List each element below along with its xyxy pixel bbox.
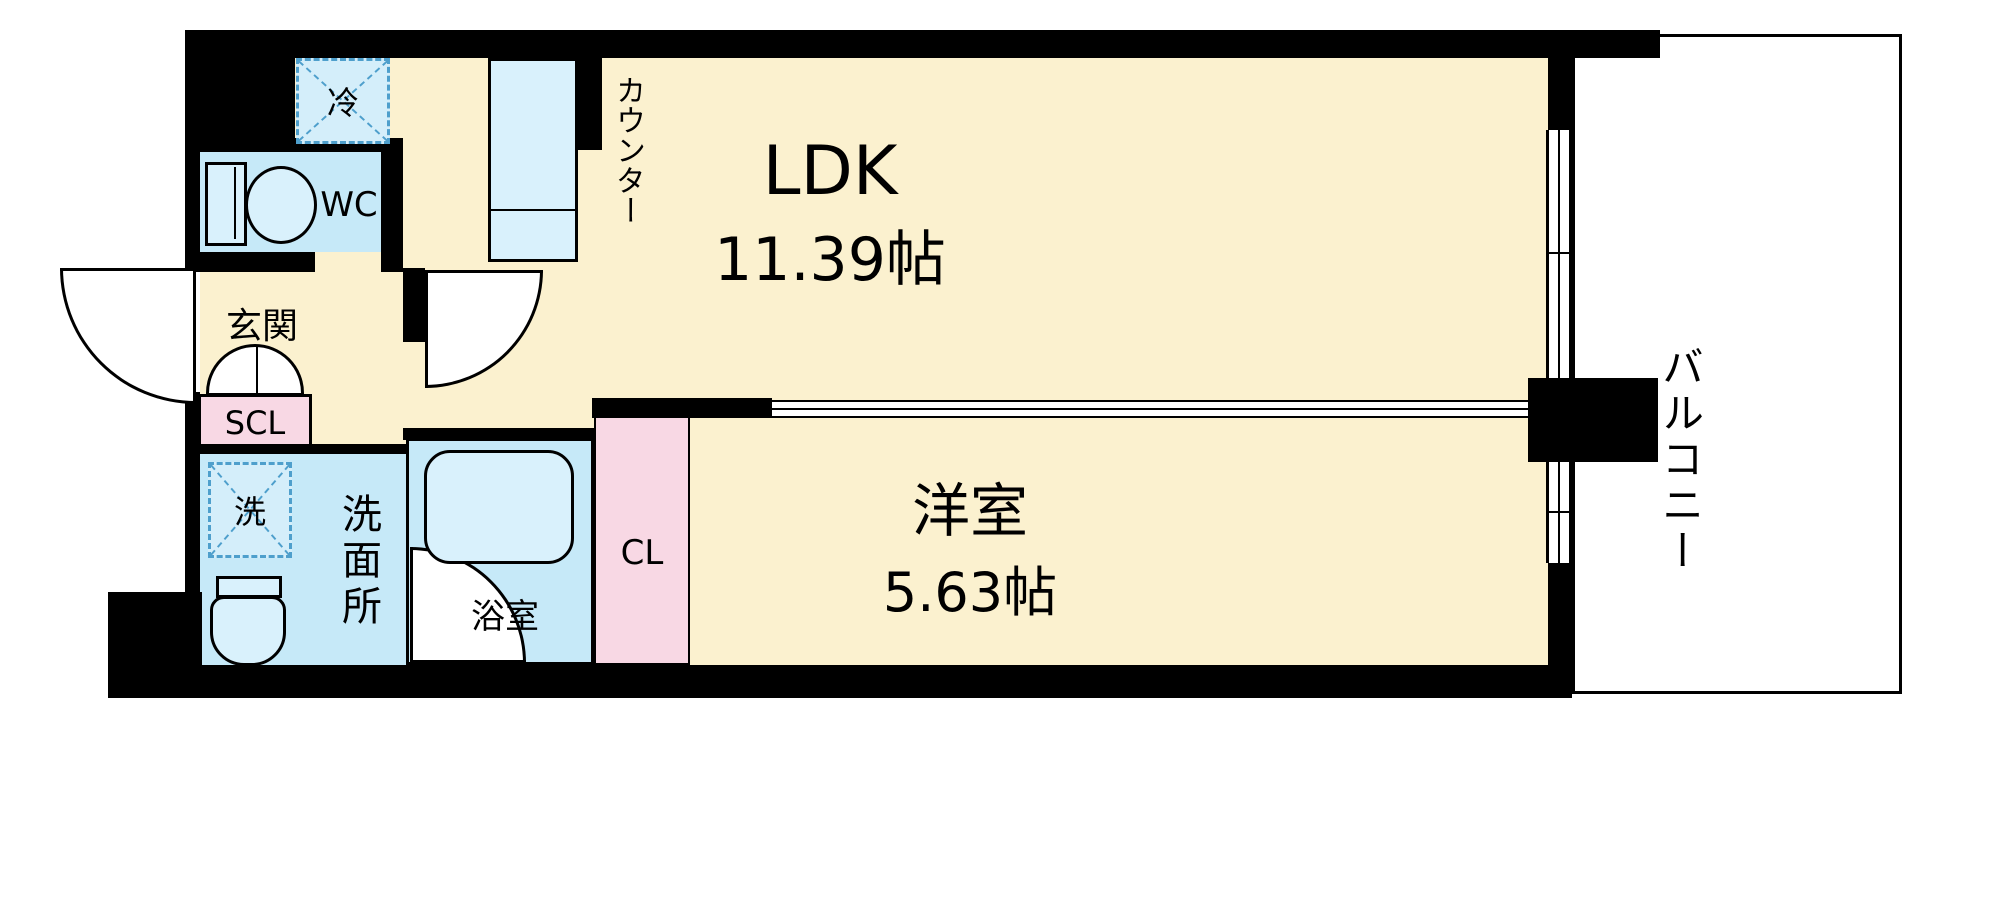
bathroom-label: 浴室 (471, 596, 539, 637)
wall-corner-topleft (185, 30, 295, 150)
counter-divider-line (491, 209, 575, 211)
closet-cl (594, 416, 690, 665)
window-ldk (1546, 130, 1572, 378)
ldk-size-label: 11.39帖 (714, 225, 946, 295)
window-tick (1549, 511, 1569, 513)
window-tick (1549, 252, 1569, 254)
wall-cl-top (592, 398, 772, 418)
washer-label: 洗 (233, 493, 266, 531)
sliding-door (772, 400, 1528, 418)
wall-pier-balcony (1528, 378, 1658, 462)
balcony-area (1572, 34, 1902, 694)
washer-space-box (208, 462, 292, 558)
wall-washroom-top (198, 444, 406, 454)
western-room-label: 洋室 (911, 476, 1028, 545)
counter-label: カウンター (610, 75, 645, 225)
western-label-block: 洋室 5.63帖 (730, 460, 1210, 630)
window-western (1546, 462, 1572, 563)
washroom-label: 洗面所 (335, 493, 381, 631)
toilet-tank-line (234, 167, 236, 239)
wall-left-mid (185, 150, 200, 252)
wall-stub-kitchen (578, 58, 602, 150)
wall-left-lower (185, 392, 200, 598)
shoe-closet-doors-divider (256, 347, 258, 393)
wc-label: WC (320, 185, 378, 225)
refrigerator-label: 冷 (326, 84, 359, 122)
toilet-bowl (245, 166, 317, 244)
wall-right-lower (1548, 563, 1572, 667)
wall-bottom (200, 665, 1572, 698)
entrance-door-arc (60, 268, 196, 404)
basin-backsplash (216, 576, 282, 598)
basin-bowl (210, 596, 286, 666)
western-room-size-label: 5.63帖 (882, 560, 1058, 624)
wall-wc-right (381, 138, 403, 272)
wall-right-upper (1548, 58, 1572, 130)
scl-label: SCL (224, 404, 286, 442)
ldk-label-block: LDK 11.39帖 (580, 120, 1080, 310)
wash-basin-icon (210, 576, 288, 668)
western-room-floor (688, 412, 1548, 665)
wall-wc-bottom (185, 252, 315, 272)
wall-stub-hall (403, 268, 425, 342)
toilet-tank (205, 162, 247, 246)
ldk-label: LDK (762, 132, 898, 211)
wall-top (185, 30, 1660, 58)
refrigerator-space-box (296, 58, 390, 144)
sliding-door-track-line (772, 408, 1528, 410)
toilet-icon (205, 158, 320, 254)
cl-label: CL (620, 533, 664, 573)
balcony-label: バルコニー (1655, 345, 1705, 575)
bathtub-icon (424, 450, 574, 564)
wall-block-bottomleft (108, 592, 202, 698)
wall-bathroom-top (403, 428, 595, 440)
entrance-label: 玄関 (225, 306, 298, 347)
kitchen-counter-unit (488, 58, 578, 262)
window-center-line (1558, 130, 1560, 378)
